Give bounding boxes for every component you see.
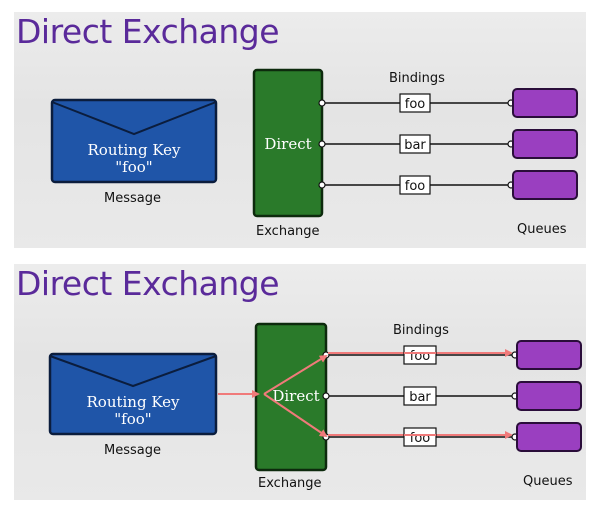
exchange-caption: Exchange <box>256 224 320 239</box>
exchange-caption: Exchange <box>258 476 322 491</box>
binding-box-3 <box>399 175 431 195</box>
queue-1 <box>512 88 578 118</box>
queue-3 <box>516 422 582 452</box>
route-arrow-split-up <box>263 354 328 395</box>
binding-key-3: foo <box>410 431 431 446</box>
panel-routed: Direct Exchange Routing Key "foo" Direct <box>14 264 586 500</box>
binding-key-2: bar <box>404 138 426 153</box>
diagram-initial: Routing Key "foo" Direct foo bar foo <box>50 68 578 218</box>
message-envelope: Routing Key "foo" <box>48 352 218 436</box>
exchange-name: Direct <box>272 387 319 405</box>
routing-key-label: Routing Key <box>87 393 181 411</box>
queues-caption: Queues <box>517 222 567 237</box>
exchange-port-3 <box>318 181 326 189</box>
binding-key-1: foo <box>405 97 426 112</box>
queue-3 <box>512 170 578 200</box>
exchange-name: Direct <box>264 135 311 153</box>
exchange-box: Direct <box>254 322 328 472</box>
routing-key-value: "foo" <box>115 158 152 176</box>
message-caption: Message <box>104 443 161 458</box>
exchange-port-1 <box>318 99 326 107</box>
binding-box-3 <box>403 427 437 447</box>
binding-box-2 <box>403 386 437 406</box>
binding-key-1: foo <box>410 349 431 364</box>
binding-box-1 <box>403 345 437 365</box>
queues-caption: Queues <box>523 474 573 489</box>
exchange-box: Direct <box>252 68 324 218</box>
bindings-header: Bindings <box>393 323 449 338</box>
exchange-port-2 <box>322 392 330 400</box>
routing-key-label: Routing Key <box>88 141 182 159</box>
panel-title: Direct Exchange <box>16 264 280 303</box>
queue-1 <box>516 340 582 370</box>
envelope-body <box>50 98 218 184</box>
envelope-flap <box>49 355 217 388</box>
binding-key-2: bar <box>409 390 431 405</box>
binding-key-3: foo <box>405 179 426 194</box>
exchange-port-2 <box>318 140 326 148</box>
route-arrow-split-down <box>263 393 328 438</box>
routing-key-value: "foo" <box>114 410 151 428</box>
bindings-header: Bindings <box>389 71 445 86</box>
queue-2 <box>512 129 578 159</box>
envelope-flap <box>51 101 217 136</box>
binding-box-2 <box>399 134 431 154</box>
panel-title: Direct Exchange <box>16 12 280 51</box>
binding-box-1 <box>399 93 431 113</box>
diagram-routed: Routing Key "foo" Direct foo bar foo <box>48 322 582 472</box>
envelope-body <box>48 352 218 436</box>
queue-2 <box>516 381 582 411</box>
message-envelope: Routing Key "foo" <box>50 98 218 184</box>
panel-initial: Direct Exchange Routing Key "foo" Direct… <box>14 12 586 248</box>
message-caption: Message <box>104 191 161 206</box>
